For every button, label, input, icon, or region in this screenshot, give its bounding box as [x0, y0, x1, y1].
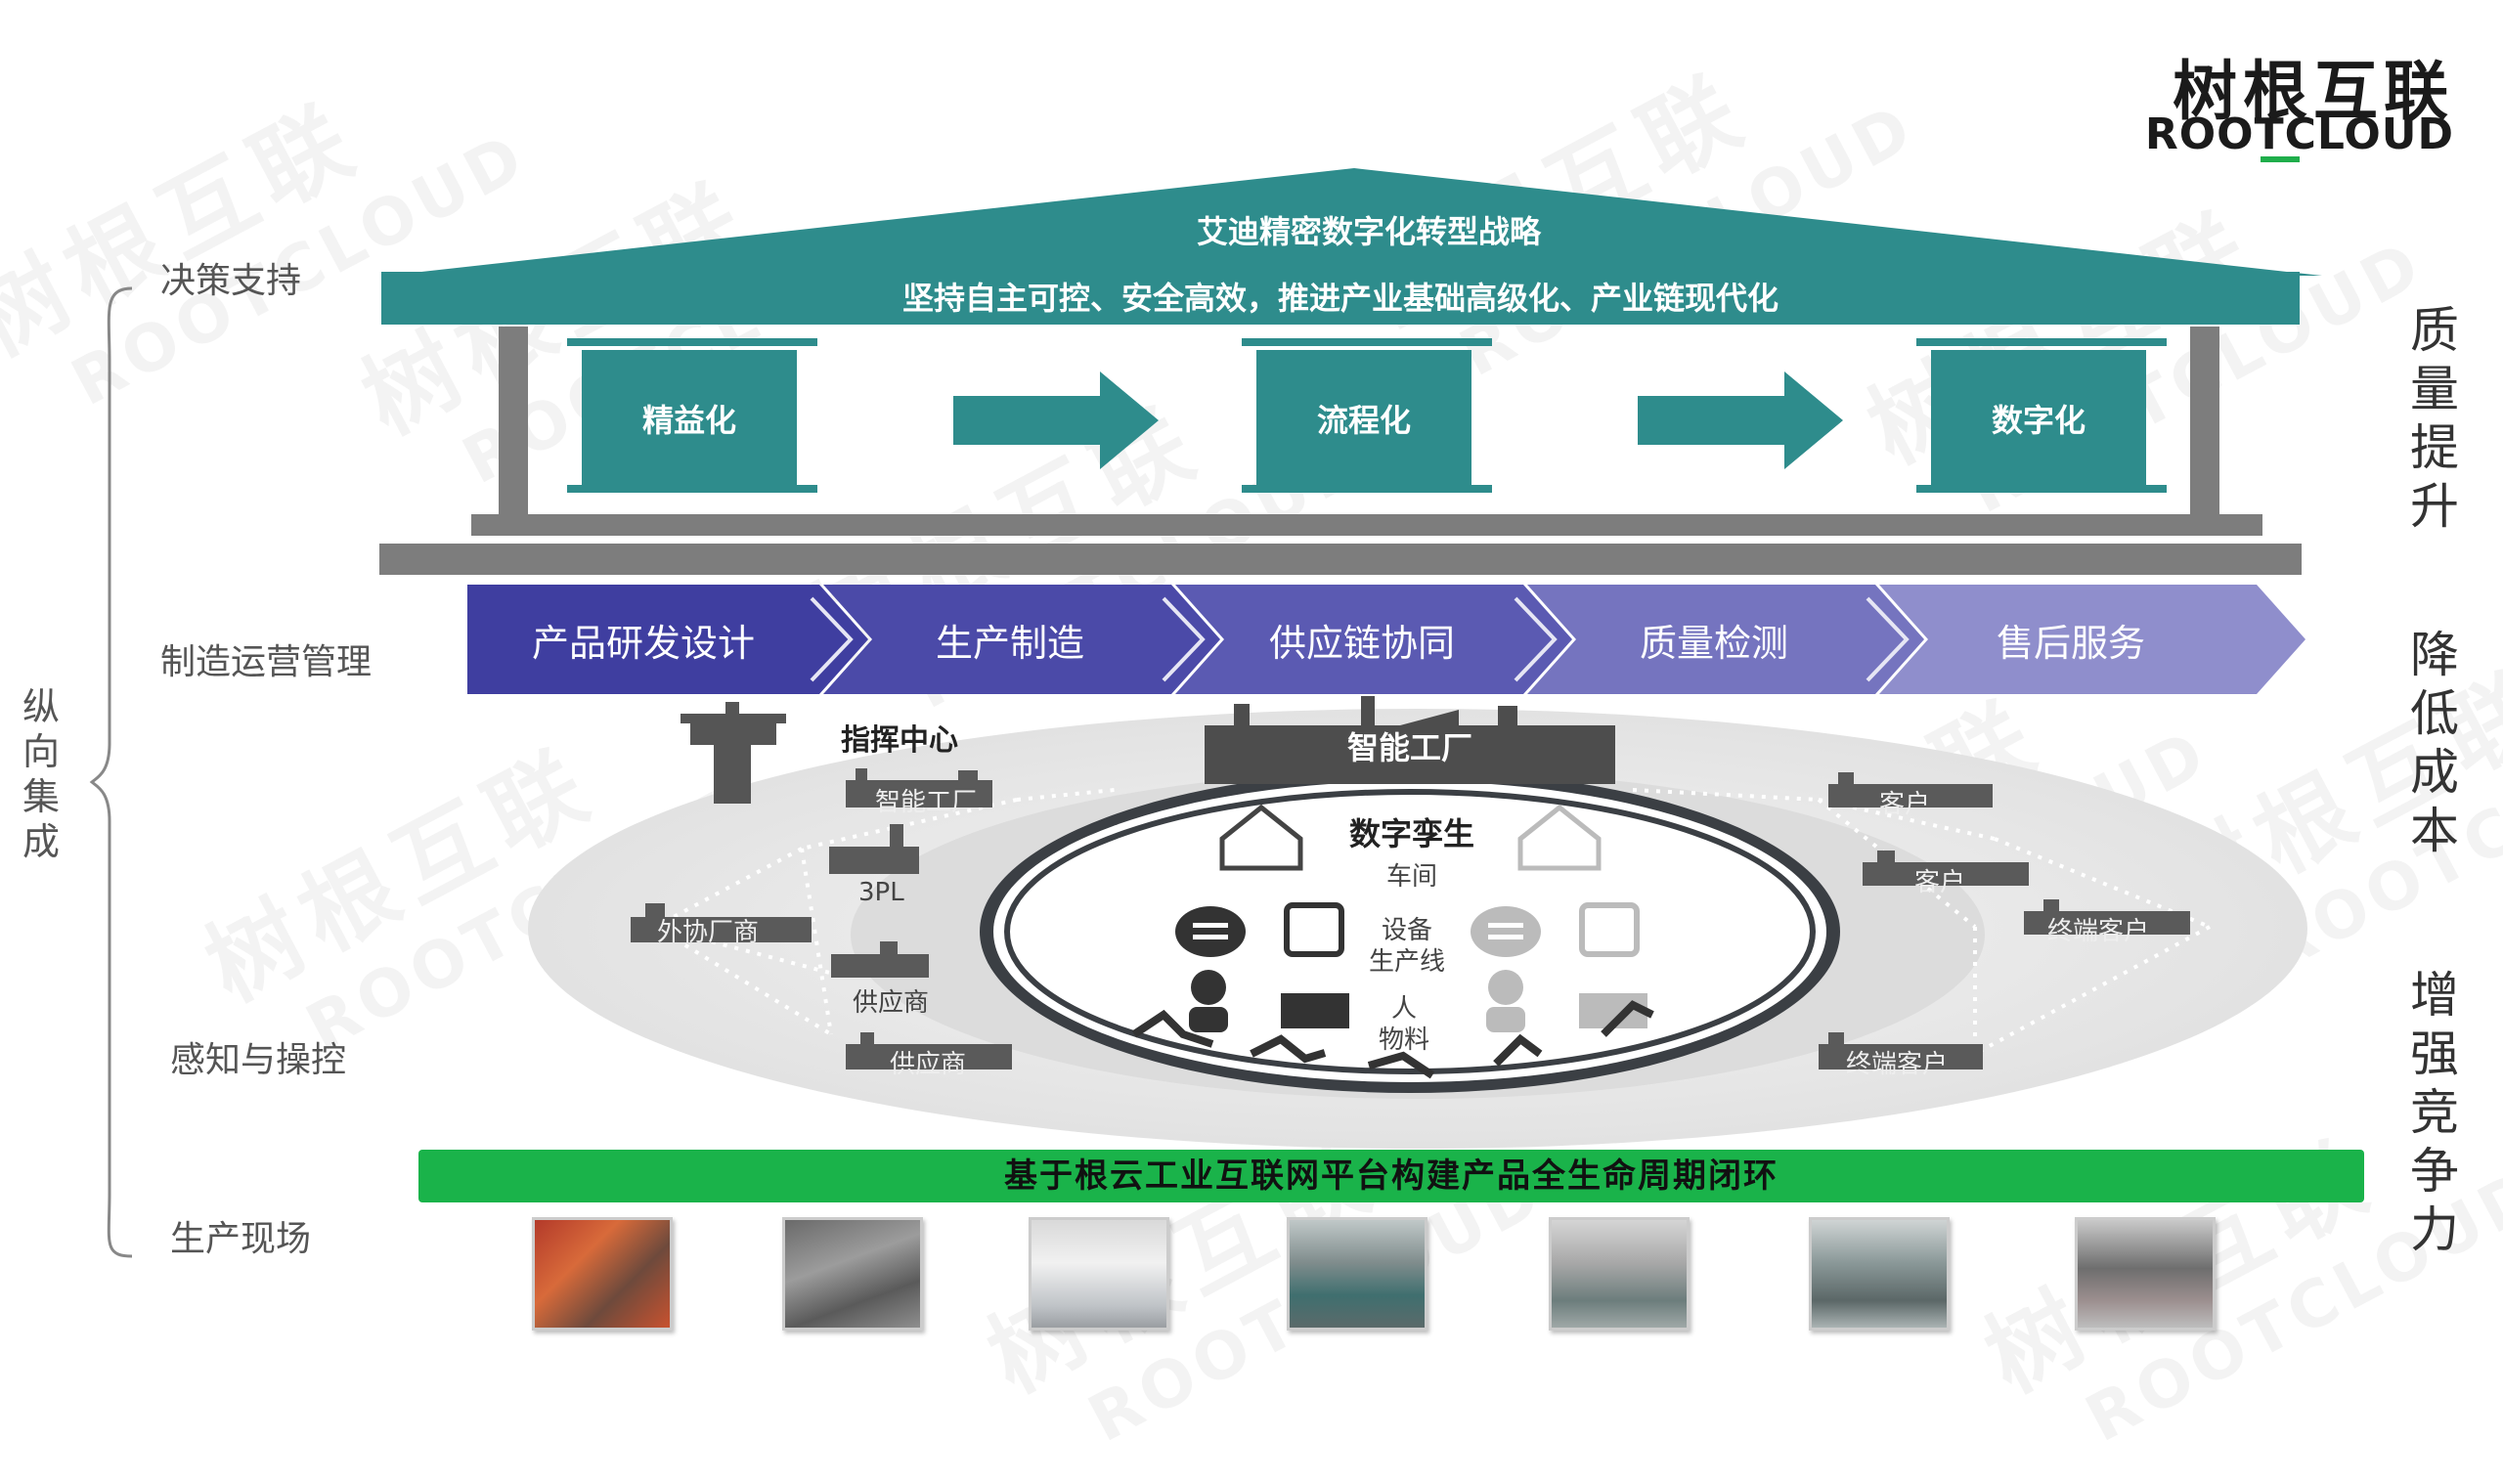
partner-end-customer-2: 终端客户	[1846, 1050, 1949, 1079]
platform-bar: 基于根云工业互联网平台构建产品全生命周期闭环	[418, 1150, 2364, 1202]
strategy-beam: 坚持自主可控、安全高效，推进产业基础高级化、产业链现代化	[381, 272, 2300, 325]
smart-factory-icon	[1205, 696, 1615, 784]
benefit-competitiveness: 增强竞争力	[2410, 967, 2459, 1258]
production-photo	[1287, 1217, 1427, 1331]
label-decision: 决策支持	[160, 261, 302, 301]
partner-customer-2: 客户	[1914, 868, 1966, 897]
stage-rail-top	[1916, 338, 2167, 346]
process-step-quality: 质量检测	[1639, 621, 1788, 665]
process-step-supply-chain: 供应链协同	[1268, 621, 1455, 665]
stage-lean: 精益化	[582, 350, 797, 487]
label-vertical-integration: 纵向集成	[22, 685, 60, 863]
logo-text-cn: 树根互联	[2173, 54, 2454, 129]
house-floor-upper	[471, 514, 2262, 536]
stage-rail-top	[567, 338, 817, 346]
partner-outsourcing: 外协厂商	[657, 918, 760, 947]
stage-digital: 数字化	[1931, 350, 2146, 487]
right-pillar	[2190, 327, 2219, 522]
command-center-label: 指挥中心	[841, 723, 958, 758]
right-arrow-icon	[1638, 371, 1843, 469]
benefit-cost: 降低成本	[2410, 627, 2459, 859]
partner-supplier-2: 供应商	[890, 1050, 967, 1079]
twin-workshop: 车间	[1386, 862, 1438, 892]
process-chevron-bg	[467, 585, 2305, 694]
logo-text-en: ROOTCLOUD	[2144, 109, 2454, 159]
production-photo	[1029, 1217, 1169, 1331]
label-production: 生产现场	[170, 1219, 312, 1259]
label-operations: 制造运营管理	[160, 642, 373, 682]
twin-people-material: 人 物料	[1379, 994, 1430, 1055]
benefit-quality: 质量提升	[2410, 302, 2459, 535]
stage-rail-bottom	[1916, 485, 2167, 493]
process-step-rd: 产品研发设计	[531, 621, 755, 665]
digital-twin-title: 数字孪生	[1349, 815, 1475, 852]
process-step-manufacturing: 生产制造	[935, 621, 1084, 665]
stage-rail-bottom	[1242, 485, 1492, 493]
command-tower-icon	[681, 702, 786, 804]
vertical-brace	[89, 286, 133, 1258]
house-roof	[386, 168, 2322, 276]
production-photo	[1809, 1217, 1950, 1331]
logo-accent	[2261, 156, 2300, 162]
partner-3pl: 3PL	[858, 878, 904, 907]
partner-customer: 客户	[1879, 790, 1931, 819]
ecosystem-diagram	[528, 709, 2307, 1149]
partner-supplier: 供应商	[853, 988, 930, 1018]
production-photo	[2075, 1217, 2216, 1331]
twin-equipment: 设备 生产线	[1369, 916, 1446, 977]
partner-end-customer: 终端客户	[2047, 917, 2150, 946]
stage-process: 流程化	[1256, 350, 1471, 487]
strategy-title: 艾迪精密数字化转型战略	[1196, 213, 1541, 250]
house-floor	[379, 544, 2302, 575]
production-photo	[532, 1217, 673, 1331]
production-photo	[1549, 1217, 1690, 1331]
production-photo	[782, 1217, 923, 1331]
process-step-after-sales: 售后服务	[1996, 621, 2145, 665]
right-arrow-icon	[953, 371, 1159, 469]
left-pillar	[499, 327, 528, 522]
stage-rail-bottom	[567, 485, 817, 493]
label-sensing: 感知与操控	[170, 1040, 347, 1080]
partner-smart-factory: 智能工厂	[875, 788, 978, 817]
stage-rail-top	[1242, 338, 1492, 346]
smart-factory-label: 智能工厂	[1347, 729, 1473, 766]
